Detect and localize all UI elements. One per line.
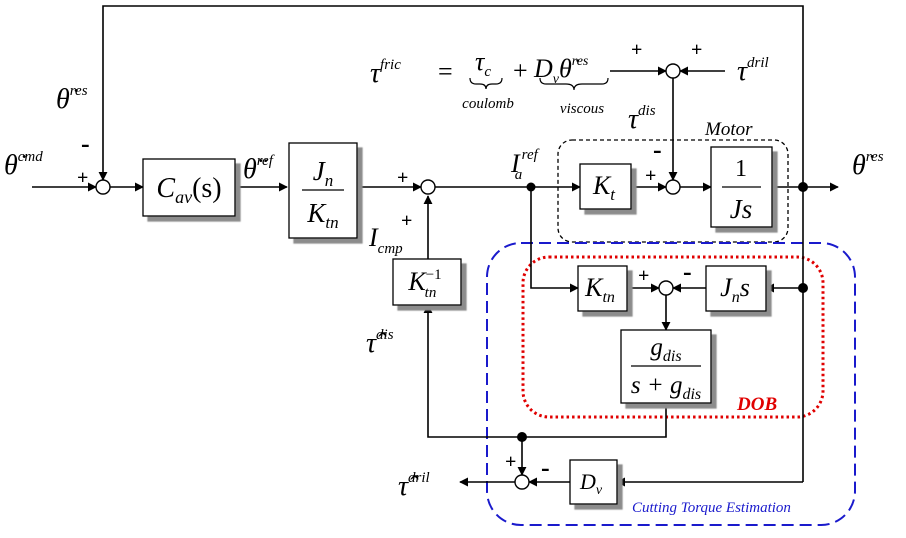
sign-s1-plus: +	[77, 167, 88, 189]
sign-s2-plus-bottom: +	[401, 210, 412, 232]
equation-braces	[469, 77, 609, 91]
dv-label: Dv	[579, 469, 603, 498]
sign-s4-plus-right: +	[691, 39, 702, 61]
kt-label: Kt	[592, 171, 616, 204]
theta-ddot-ref-label: θ̈ref	[243, 153, 275, 185]
kinv-block	[392, 258, 462, 306]
gain-numerator: Jn	[313, 156, 333, 190]
theta-res-feedback-label: θ̇res	[56, 83, 88, 115]
dv-block	[569, 459, 618, 505]
sign-s1-minus: -	[81, 129, 90, 158]
coulomb-label: coulomb	[462, 96, 514, 112]
sign-labels: + - + + + - + + + - + -	[77, 39, 702, 482]
sign-s6-plus: +	[505, 451, 516, 473]
plant-denominator: Js	[730, 194, 753, 224]
filter-numerator: gdis	[650, 334, 681, 365]
viscous-term: Dvθ̇res	[533, 54, 589, 87]
tau-dril-hat-label: τ̂dril	[398, 470, 430, 502]
sign-s5-plus: +	[638, 265, 649, 287]
blocks	[142, 142, 773, 505]
sum-motor	[665, 179, 681, 195]
friction-equation: τfric = τc coulomb + Dvθ̇res viscous	[370, 47, 604, 117]
ktn-block	[577, 265, 628, 312]
tau-dis-hat-label: τ̂dis	[366, 327, 394, 359]
sum-current	[420, 179, 436, 195]
dob-label: DOB	[736, 394, 777, 415]
fraction-bars	[302, 186, 761, 367]
sum-estimate	[514, 474, 530, 490]
motor-label: Motor	[704, 119, 753, 140]
cutting-label: Cutting Torque Estimation	[632, 500, 791, 516]
summing-junctions	[95, 63, 681, 490]
sign-s4-plus-left: +	[631, 39, 642, 61]
sign-s3-plus: +	[645, 165, 656, 187]
viscous-label: viscous	[560, 101, 604, 117]
jns-block	[705, 265, 767, 312]
equation-equals: =	[438, 57, 453, 86]
sum-dob	[658, 280, 674, 296]
plant-numerator: 1	[735, 156, 747, 182]
tau-dis-label: τdis	[628, 103, 656, 135]
sign-s2-plus-top: +	[397, 167, 408, 189]
equation-lhs: τfric	[370, 57, 401, 89]
gain-denominator: Ktn	[306, 198, 338, 232]
filter-denominator: s + gdis	[631, 372, 701, 403]
controller-block	[142, 158, 236, 217]
sum-friction	[665, 63, 681, 79]
dob-region	[521, 255, 825, 419]
kt-block	[579, 163, 632, 210]
jns-label: Jns	[720, 273, 750, 306]
cutting-torque-region	[486, 242, 856, 526]
sign-s3-minus: -	[653, 135, 662, 164]
ktn-label: Ktn	[584, 273, 615, 306]
junction-dots	[517, 182, 808, 442]
sign-s5-minus: -	[683, 257, 692, 286]
tau-dril-label: τdril	[737, 55, 769, 87]
coulomb-term: τc	[475, 47, 491, 80]
equation-plus: +	[513, 56, 528, 85]
sum-input	[95, 179, 111, 195]
theta-cmd-label: θ̇cmd	[4, 149, 43, 181]
i-cmp-label: Icmp	[368, 223, 403, 257]
theta-res-output-label: θ̇res	[852, 149, 884, 181]
sign-s6-minus: -	[541, 453, 550, 482]
controller-label: Cav(s)	[156, 173, 221, 207]
signal-wires	[32, 5, 839, 487]
